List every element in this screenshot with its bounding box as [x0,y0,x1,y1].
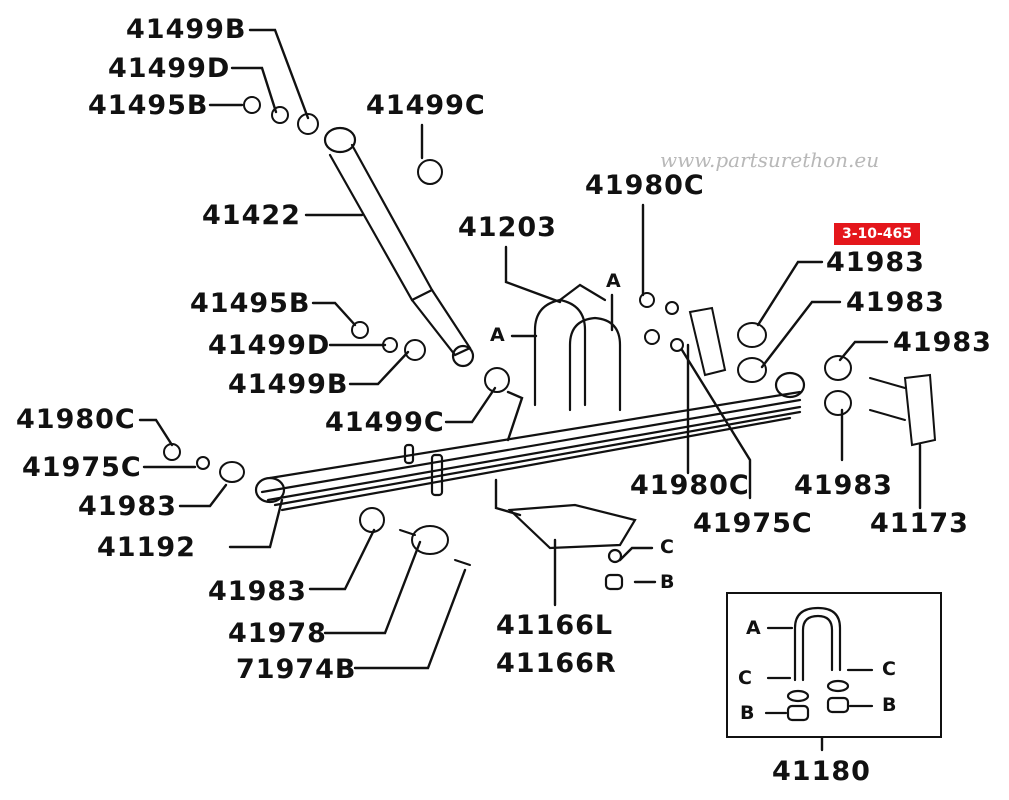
callout-41499B[interactable]: 41499B [126,14,247,45]
leader-41499D-top [230,66,278,114]
callout-41499B[interactable]: 41499B [228,369,349,400]
callout-41980C[interactable]: 41980C [16,404,136,435]
leader-71974B [353,568,467,670]
callout-41180[interactable]: 41180 [772,756,871,787]
callout-41983[interactable]: 41983 [826,247,925,278]
callout-41499C[interactable]: 41499C [325,407,445,438]
inset-letter-c-left: C [738,667,752,689]
right-hardware [639,292,937,447]
leader-41203 [504,245,562,304]
callout-41173[interactable]: 41173 [870,508,969,539]
leader-41983-a [756,260,824,327]
leader-41983-left [178,483,228,508]
callout-41499D[interactable]: 41499D [208,330,331,361]
u-bolt-kit-inset [726,592,942,738]
leader-41495B-mid [311,301,357,327]
leader-41499B-top [248,28,310,120]
leader-41203-to-spring [506,390,524,442]
leaf-spring [254,371,806,512]
letter-b-nut: B [660,571,675,593]
callout-41980C[interactable]: 41980C [585,170,705,201]
left-hardware [163,443,471,566]
leader-41499C-mid [444,386,497,424]
leader-41983-c [838,340,889,362]
letter-a-ubolt-left: A [490,324,505,346]
callout-41499C[interactable]: 41499C [366,90,486,121]
inset-letter-b-left: B [740,702,755,724]
callout-41980C[interactable]: 41980C [630,470,750,501]
callout-41166L[interactable]: 41166L [496,610,614,641]
callout-41983[interactable]: 41983 [846,287,945,318]
callout-41983[interactable]: 41983 [794,470,893,501]
shock-absorber [323,126,475,368]
leader-41983-b [760,300,842,369]
spring-plate [507,503,637,591]
reference-badge[interactable]: 3-10-465 [834,223,920,245]
callout-41495B[interactable]: 41495B [88,90,209,121]
leader-41499B-mid [348,350,410,386]
leader-C [618,546,654,562]
callout-41975C[interactable]: 41975C [22,452,142,483]
callout-41983[interactable]: 41983 [893,327,992,358]
callout-41192[interactable]: 41192 [97,532,196,563]
leader-41980C-left [138,418,174,447]
callout-41499D[interactable]: 41499D [108,53,231,84]
callout-41983[interactable]: 41983 [78,491,177,522]
callout-71974B[interactable]: 71974B [236,654,357,685]
inset-letter-a: A [746,617,761,639]
watermark: www.partsurethon.eu [660,148,880,172]
inset-letter-b-right: B [882,694,897,716]
leader-41983-low [308,528,376,591]
callout-41203[interactable]: 41203 [458,212,557,243]
callout-41975C[interactable]: 41975C [693,508,813,539]
callout-41166R[interactable]: 41166R [496,648,617,679]
callout-41983[interactable]: 41983 [208,576,307,607]
inset-u-bolt [764,606,874,722]
leader-41975C-right [680,348,752,500]
letter-a-ubolt-right: A [606,270,621,292]
callout-41422[interactable]: 41422 [202,200,301,231]
u-bolts [533,283,622,412]
letter-c-washer: C [660,536,674,558]
leader-41192 [228,498,284,549]
callout-41495B[interactable]: 41495B [190,288,311,319]
leader-41978 [323,540,422,635]
callout-41978[interactable]: 41978 [228,618,327,649]
inset-letter-c-right: C [882,658,896,680]
top-hardware [243,96,510,393]
